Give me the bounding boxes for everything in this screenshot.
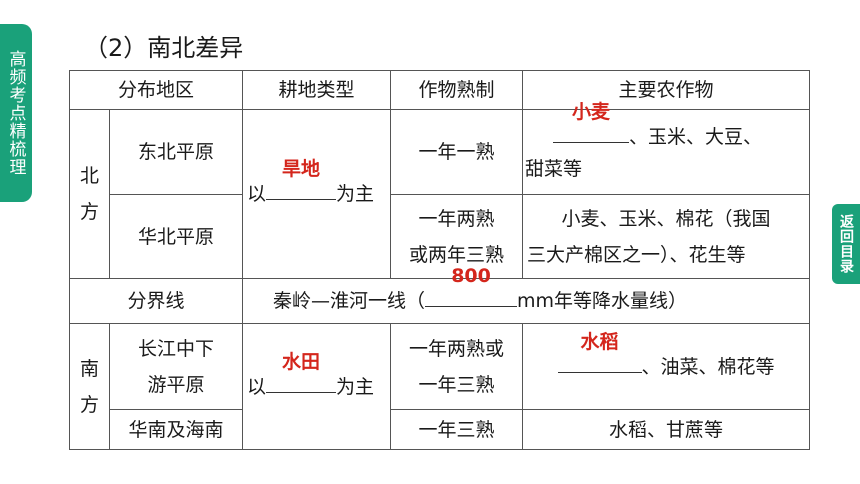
system-line: 或两年三熟 xyxy=(409,243,505,266)
region-cell: 长江中下 游平原 xyxy=(108,323,244,410)
section-nav-tab[interactable]: 高频考点精梳理 xyxy=(0,24,32,202)
page-title: （2）南北差异 xyxy=(84,34,244,62)
header-region: 分布地区 xyxy=(68,70,244,110)
region-line: 游平原 xyxy=(147,373,205,396)
land-suffix: 为主 xyxy=(336,183,375,205)
south-land-type-cell: 以水田为主 xyxy=(242,323,392,450)
table-row: 华北平原 一年两熟 或两年三熟 小麦、玉米、棉花（我国 三大产棉区之一）、花生等 xyxy=(70,194,811,279)
table-row: 南方 长江中下 游平原 以水田为主 一年两熟或 一年三熟 水稻、油菜、棉花等 xyxy=(69,323,811,450)
crops-cell: 水稻、甘蔗等 xyxy=(522,409,811,450)
system-line: 一年两熟 xyxy=(418,207,495,230)
boundary-label: 分界线 xyxy=(68,278,244,324)
answer-blank: 水田 xyxy=(266,351,337,393)
crops-cell: 小麦、玉米、大豆、 甜菜等 xyxy=(522,101,811,195)
crops-text: 甜菜等 xyxy=(525,157,583,180)
table-row: 北方 东北平原 以旱地为主 一年一熟 小麦、玉米、大豆、 甜菜等 xyxy=(69,101,811,279)
boundary-text: mm年等降水量线） xyxy=(517,290,688,312)
land-prefix: 以 xyxy=(247,183,267,205)
answer-blank: 800 xyxy=(425,265,518,307)
south-label: 南方 xyxy=(69,323,110,450)
crops-text: 小麦、玉米、棉花（我国 xyxy=(561,207,771,230)
north-land-type-cell: 以旱地为主 xyxy=(242,109,392,279)
answer-text: 小麦 xyxy=(572,100,611,123)
table-row: 华南及海南 一年三熟 水稻、甘蔗等 xyxy=(70,409,811,450)
system-line: 一年三熟 xyxy=(418,373,495,396)
return-to-contents-button[interactable]: 返回目录 xyxy=(832,204,860,284)
boundary-row: 分界线 秦岭—淮河一线（ 800 mm年等降水量线） xyxy=(68,265,811,324)
answer-blank: 旱地 xyxy=(266,158,337,200)
region-cell: 华南及海南 xyxy=(108,409,244,450)
region-cell: 东北平原 xyxy=(108,109,244,195)
region-cell: 华北平原 xyxy=(108,194,244,279)
crops-text: 、油菜、棉花等 xyxy=(641,355,775,378)
answer-text: 水稻 xyxy=(580,330,619,353)
header-cropping-system: 作物熟制 xyxy=(390,70,524,110)
region-line: 长江中下 xyxy=(138,337,215,360)
cropping-system-cell: 一年两熟或 一年三熟 xyxy=(390,323,524,410)
boundary-description: 秦岭—淮河一线（ 800 mm年等降水量线） xyxy=(242,265,811,324)
answer-blank: 小麦 xyxy=(553,101,630,143)
header-main-crops: 主要农作物 xyxy=(522,70,811,110)
answer-text: 旱地 xyxy=(282,158,321,180)
crops-cell: 水稻、油菜、棉花等 xyxy=(522,323,811,410)
cropping-system-cell: 一年一熟 xyxy=(390,109,524,195)
answer-blank: 水稻 xyxy=(557,331,642,373)
crops-text: 、玉米、大豆、 xyxy=(629,125,763,148)
cropping-system-cell: 一年三熟 xyxy=(390,409,524,450)
table-header-row: 分布地区 耕地类型 作物熟制 主要农作物 xyxy=(68,70,811,110)
crops-text: 三大产棉区之一）、花生等 xyxy=(527,243,746,266)
header-land-type: 耕地类型 xyxy=(242,70,392,110)
boundary-text: 秦岭—淮河一线（ xyxy=(273,290,426,312)
land-suffix: 为主 xyxy=(336,375,375,398)
answer-text: 水田 xyxy=(282,350,321,373)
north-label: 北方 xyxy=(69,109,110,279)
system-line: 一年两熟或 xyxy=(409,337,505,360)
answer-text: 800 xyxy=(451,265,491,287)
land-prefix: 以 xyxy=(247,375,267,398)
crops-cell: 小麦、玉米、棉花（我国 三大产棉区之一）、花生等 xyxy=(522,194,811,279)
north-south-agriculture-table: 分布地区 耕地类型 作物熟制 主要农作物 北方 东北平原 以旱地为主 一年一熟 … xyxy=(68,70,811,450)
